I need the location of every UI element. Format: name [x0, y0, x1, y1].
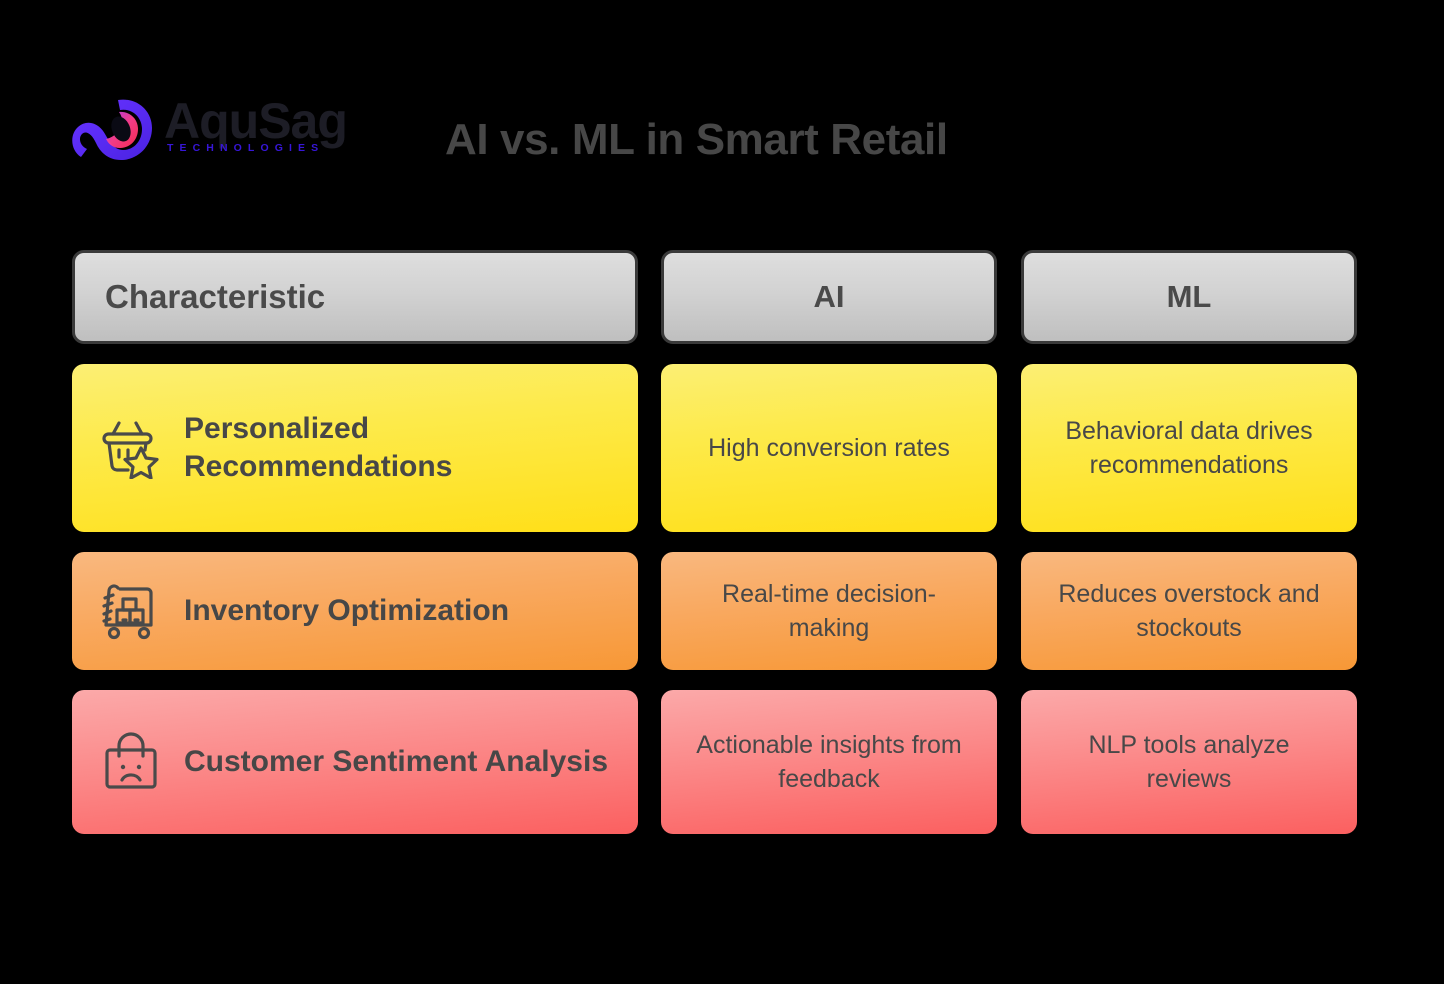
- comparison-table: Characteristic AI ML: [72, 250, 1357, 854]
- brand-logo: AquSag TECHNOLOGIES: [72, 92, 362, 172]
- row-ml-cell: Reduces overstock and stockouts: [1021, 552, 1357, 670]
- table-header-row: Characteristic AI ML: [72, 250, 1357, 344]
- row-ai-cell: Real-time decision-making: [661, 552, 997, 670]
- row-characteristic-label: Customer Sentiment Analysis: [184, 744, 608, 778]
- shopping-basket-star-icon: [100, 417, 162, 479]
- row-ml-cell: Behavioral data drives recommendations: [1021, 364, 1357, 532]
- shopping-bag-sad-face-icon: [100, 731, 162, 793]
- row-ai-cell: Actionable insights from feedback: [661, 690, 997, 834]
- row-characteristic-label: Personalized Recommendations: [184, 411, 453, 483]
- row-characteristic-cell: Inventory Optimization: [72, 552, 638, 670]
- table-row: Personalized Recommendations High conver…: [72, 364, 1357, 532]
- row-characteristic-cell: Customer Sentiment Analysis: [72, 690, 638, 834]
- row-characteristic-cell: Personalized Recommendations: [72, 364, 638, 532]
- warehouse-cart-boxes-icon: [100, 580, 162, 642]
- header: AquSag TECHNOLOGIES AI vs. ML in Smart R…: [0, 0, 1444, 230]
- table-row: Inventory Optimization Real-time decisio…: [72, 552, 1357, 670]
- column-header-ml: ML: [1021, 250, 1357, 344]
- row-characteristic-label: Inventory Optimization: [184, 593, 510, 627]
- brand-tagline: TECHNOLOGIES: [167, 142, 325, 154]
- row-ai-cell: High conversion rates: [661, 364, 997, 532]
- brand-name: AquSag: [164, 93, 348, 149]
- column-header-ai: AI: [661, 250, 997, 344]
- column-header-characteristic: Characteristic: [72, 250, 638, 344]
- table-row: Customer Sentiment Analysis Actionable i…: [72, 690, 1357, 834]
- aqusag-infinity-logo-icon: [72, 94, 162, 166]
- row-ml-cell: NLP tools analyze reviews: [1021, 690, 1357, 834]
- page-title: AI vs. ML in Smart Retail: [445, 115, 948, 164]
